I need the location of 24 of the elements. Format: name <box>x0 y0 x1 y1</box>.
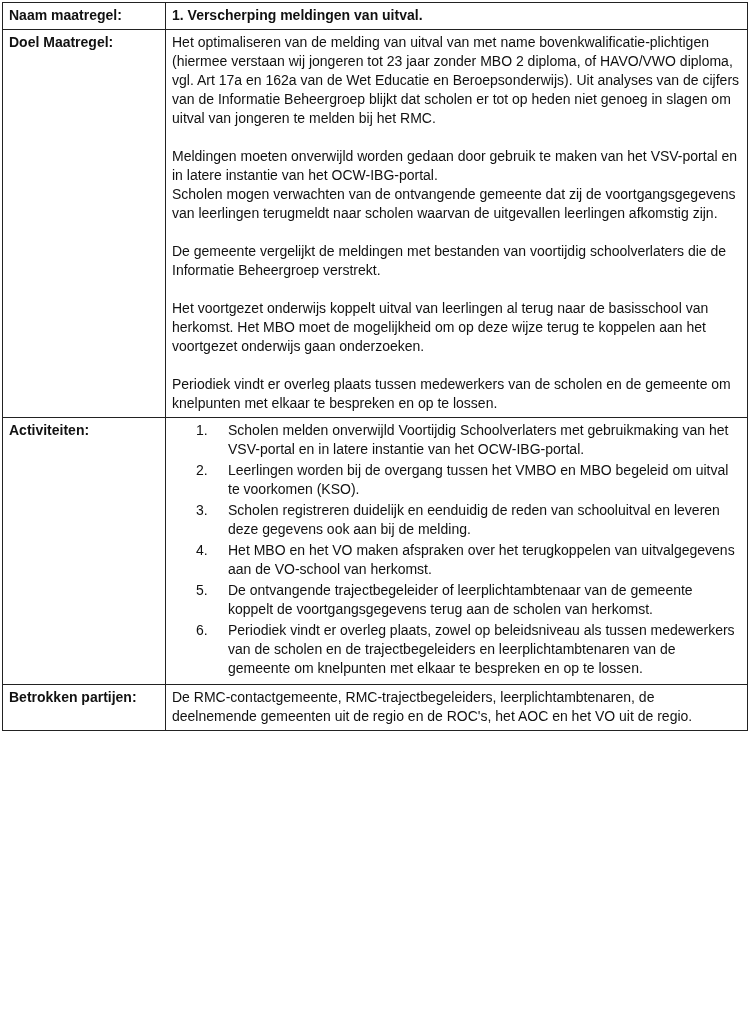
row-header: Naam maatregel: <box>9 7 122 23</box>
paragraph: Het optimaliseren van de melding van uitval van met name bovenkwalificatie-plichtigen (hiermee verstaan wij jongeren tot 23 jaar zonder MBO 2 diploma, of HAVO/VWO diploma, vgl. Art 17a en 162a van de Wet Educatie en Beroepsonderwijs). Uit analyses van de cijfers van de Informatie Beheergroep blijkt dat scholen er tot op heden niet genoeg in slagen om uitval van jongeren te melden bij het RMC. <box>172 33 741 128</box>
list-item-text: Leerlingen worden bij de overgang tussen het VMBO en MBO begeleid om uitval te voorkomen (KSO). <box>228 461 730 499</box>
list-number: 2. <box>196 461 209 480</box>
list-number: 3. <box>196 501 209 520</box>
list-number: 1. <box>196 421 209 440</box>
row-header: Doel Maatregel: <box>9 34 114 50</box>
paragraph: De RMC-contactgemeente, RMC-trajectbegeleiders, leerplichtambtenaren, de deelnemende gemeenten uit de regio en de ROC's, het AOC en het VO uit de regio. <box>172 688 694 726</box>
list-number: 4. <box>196 541 209 560</box>
paragraph: Het voortgezet onderwijs koppelt uitval van leerlingen al terug naar de basisschool van herkomst. Het MBO moet de mogelijkheid om op deze wijze terug te koppelen aan het voortgezet onderwijs gaan onderzoeken. <box>172 299 710 356</box>
list-item-text: Scholen melden onverwijld Voortijdig Schoolverlaters met gebruikmaking van het VSV-portal en in latere instantie van het OCW-IBG-portal. <box>228 421 730 459</box>
list-number: 5. <box>196 581 209 600</box>
paragraph: Periodiek vindt er overleg plaats tussen medewerkers van de scholen en de gemeente om knelpunten met elkaar te bespreken en op te lossen. <box>172 375 732 413</box>
row-header: Activiteiten: <box>9 422 90 438</box>
row-header: Betrokken partijen: <box>9 689 137 705</box>
list-item-text: Periodiek vindt er overleg plaats, zowel op beleidsniveau als tussen medewerkers van de scholen en de trajectbegeleiders en leerplichtambtenaren van de gemeente om knelpunten met elkaar te bespreken en op te lossen. <box>228 621 736 678</box>
list-item-text: De ontvangende trajectbegeleider of leerplichtambtenaar van de gemeente koppelt de voortgangsgegevens terug aan de scholen van herkomst. <box>228 581 694 619</box>
list-number: 6. <box>196 621 209 640</box>
measure-title: 1. Verscherping meldingen van uitval. <box>172 6 424 25</box>
paragraph: Scholen mogen verwachten van de ontvangende gemeente dat zij de voortgangsgegevens van leerlingen terugmeldt naar scholen waarvan de uitgevallen leerlingen afkomstig zijn. <box>172 185 737 223</box>
paragraph: De gemeente vergelijkt de meldingen met bestanden van voortijdig schoolverlaters die de Informatie Beheergroep verstrekt. <box>172 242 728 280</box>
paragraph: Meldingen moeten onverwijld worden gedaan door gebruik te maken van het VSV-portal en in latere instantie van het OCW-IBG-portal. <box>172 147 739 185</box>
list-item-text: Scholen registreren duidelijk en eenduidig de reden van schooluitval en leveren deze gegevens ook aan bij de melding. <box>228 501 721 539</box>
list-item-text: Het MBO en het VO maken afspraken over het terugkoppelen van uitvalgegevens aan de VO-school van herkomst. <box>228 541 736 579</box>
